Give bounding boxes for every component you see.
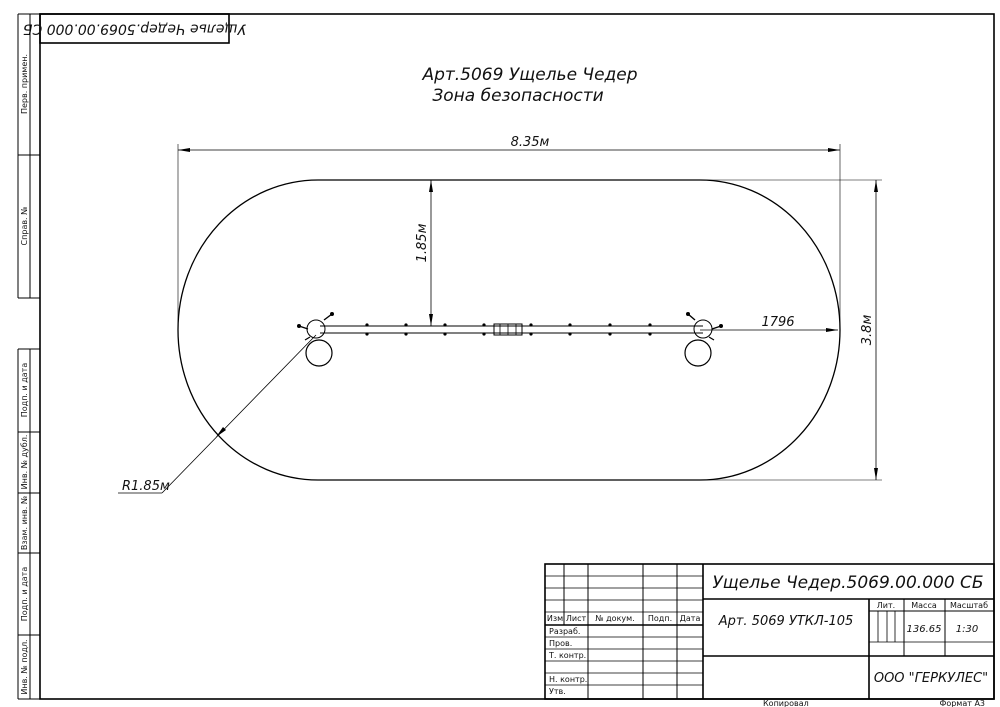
tb-lit-label: Лит. xyxy=(877,601,895,610)
dimension-offset: 1796 xyxy=(700,315,838,332)
dim-width-label: 3.8м xyxy=(860,315,875,346)
dim-half-width-label: 1.85м xyxy=(415,223,430,262)
strip-label-ref-no: Справ. № xyxy=(20,206,29,246)
strip-label-repl-inv: Взам. инв. № xyxy=(20,495,29,550)
safety-zone-outline xyxy=(177,179,841,481)
dimension-half-width: 1.85м xyxy=(415,180,433,326)
header-signature: Подп. xyxy=(648,614,672,623)
role-approved: Утв. xyxy=(549,687,566,696)
header-sheet: Лист xyxy=(566,614,587,623)
dimension-width: 3.8м xyxy=(706,179,882,481)
role-tech-control: Т. контр. xyxy=(548,651,586,660)
strip-label-dup-inv: Инв. № дубл. xyxy=(20,435,29,490)
tb-mass-value: 136.65 xyxy=(907,624,942,635)
dim-radius-label: R1.85м xyxy=(122,479,170,494)
dimension-radius: R1.85м xyxy=(118,334,317,494)
dim-offset-label: 1796 xyxy=(761,315,794,330)
dim-length-label: 8.35м xyxy=(511,135,550,150)
strip-label-first-use: Перв. примен. xyxy=(20,54,29,114)
tb-designation: Ущелье Чедер.5069.00.000 СБ xyxy=(712,573,983,593)
mirror-code-box: Ущелье Чедер.5069.00.000 СБ xyxy=(23,13,246,44)
tb-mass-label: Масса xyxy=(911,601,937,610)
left-post xyxy=(297,312,334,367)
mirror-code-text: Ущелье Чедер.5069.00.000 СБ xyxy=(23,21,246,37)
tb-organization: ООО "ГЕРКУЛЕС" xyxy=(874,671,988,686)
role-norm-control: Н. контр. xyxy=(549,675,587,684)
header-change: Изм xyxy=(547,614,563,623)
tb-scale-label: Масштаб xyxy=(950,601,988,610)
tb-scale-value: 1:30 xyxy=(956,624,978,635)
drawing-frame xyxy=(39,13,995,700)
strip-label-sign-date-1: Подп. и дата xyxy=(20,363,29,418)
title-line-2: Зона безопасности xyxy=(432,86,603,106)
title-block: Изм Лист № докум. Подп. Дата Разраб. Про… xyxy=(544,563,995,700)
role-developed: Разраб. xyxy=(549,627,580,636)
left-strip: Перв. примен. Справ. № Подп. и дата Инв.… xyxy=(17,13,40,700)
equipment-beam xyxy=(320,323,703,336)
strip-label-orig-inv: Инв. № подл. xyxy=(20,639,29,694)
header-date: Дата xyxy=(680,614,701,623)
right-post xyxy=(684,312,723,367)
tb-product: Арт. 5069 УТКЛ-105 xyxy=(718,614,854,629)
dimension-length: 8.35м xyxy=(177,135,841,330)
strip-label-sign-date-2: Подп. и дата xyxy=(20,567,29,622)
role-checked: Пров. xyxy=(549,639,572,648)
title-line-1: Арт.5069 Ущелье Чедер xyxy=(421,65,637,85)
copied-label: Копировал xyxy=(763,699,809,707)
header-doc-no: № докум. xyxy=(595,614,634,623)
drawing-title: Арт.5069 Ущелье Чедер Зона безопасности xyxy=(421,65,637,106)
format-label: Формат А3 xyxy=(939,699,985,707)
